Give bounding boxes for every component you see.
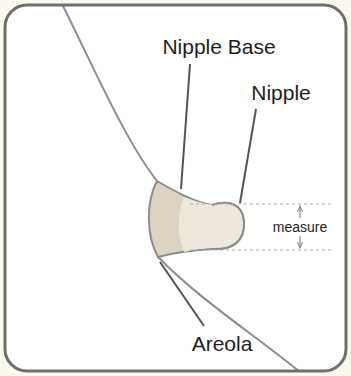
breast-outline bbox=[62, 5, 157, 181]
leader-line bbox=[160, 262, 204, 326]
panel-border bbox=[5, 5, 346, 371]
panel-ground bbox=[5, 5, 346, 371]
leader-line bbox=[181, 64, 190, 189]
dashed-guide bbox=[190, 250, 332, 251]
leader-line bbox=[240, 109, 256, 203]
part-label: Nipple bbox=[251, 81, 311, 105]
dashed-guide bbox=[190, 204, 332, 205]
areola-shape bbox=[149, 181, 244, 257]
nipple-outline bbox=[212, 203, 244, 249]
part-label: Areola bbox=[192, 332, 253, 356]
nipple-shape bbox=[179, 197, 243, 252]
dimension-label: measure bbox=[270, 218, 330, 236]
breast-outline bbox=[158, 257, 305, 371]
part-label: Nipple Base bbox=[162, 35, 275, 59]
